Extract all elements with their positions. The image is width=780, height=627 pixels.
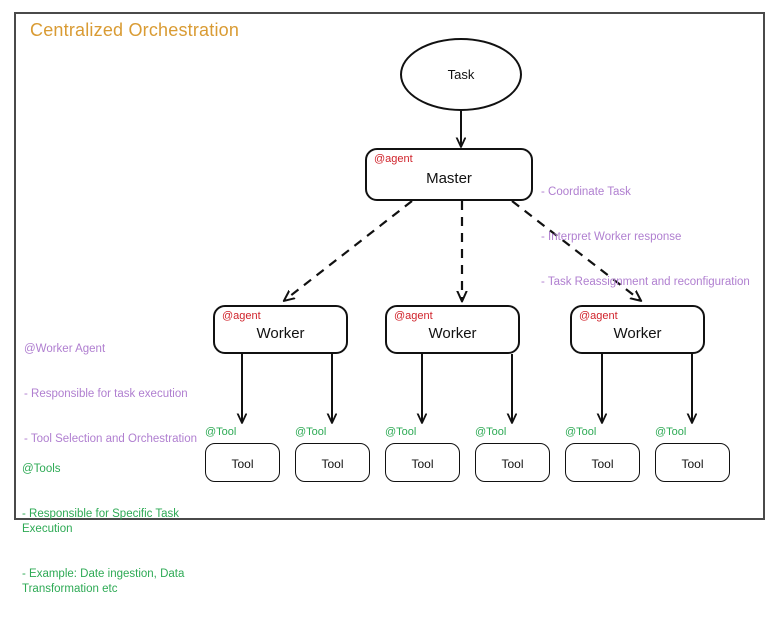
node-worker-2-tag: @agent [394, 310, 433, 322]
node-tool-6[interactable]: Tool [655, 443, 730, 482]
master-notes: - Coordinate Task - Interpret Worker res… [541, 155, 776, 320]
node-tool-1[interactable]: Tool [205, 443, 280, 482]
node-task[interactable]: Task [400, 38, 522, 111]
worker-note-line-1: - Responsible for task execution [24, 388, 188, 400]
tool-4-tag: @Tool [475, 426, 507, 438]
node-task-label: Task [447, 67, 475, 82]
diagram-canvas: Centralized Orchestration [14, 12, 776, 595]
tools-notes: @Tools - Responsible for Specific Task E… [22, 432, 197, 627]
node-tool-2[interactable]: Tool [295, 443, 370, 482]
node-master-tag: @agent [374, 153, 413, 165]
tools-notes-heading: @Tools [22, 463, 61, 475]
node-tool-5-label: Tool [591, 457, 614, 471]
node-worker-3-tag: @agent [579, 310, 618, 322]
node-worker-1-tag: @agent [222, 310, 261, 322]
tools-note-line-2: - Example: Date ingestion, Data Transfor… [22, 568, 188, 595]
node-worker-3-label: Worker [613, 325, 662, 342]
node-tool-3[interactable]: Tool [385, 443, 460, 482]
master-note-line-2: - Interpret Worker response [541, 231, 682, 243]
tool-5-tag: @Tool [565, 426, 597, 438]
node-worker-1[interactable]: @agent Worker [213, 305, 348, 354]
node-tool-4-label: Tool [501, 457, 524, 471]
tools-note-line-1: - Responsible for Specific Task Executio… [22, 508, 183, 535]
node-tool-3-label: Tool [411, 457, 434, 471]
tool-3-tag: @Tool [385, 426, 417, 438]
node-tool-4[interactable]: Tool [475, 443, 550, 482]
node-tool-6-label: Tool [681, 457, 704, 471]
node-worker-3[interactable]: @agent Worker [570, 305, 705, 354]
worker-notes-heading: @Worker Agent [24, 343, 106, 355]
node-worker-2[interactable]: @agent Worker [385, 305, 520, 354]
master-note-line-1: - Coordinate Task [541, 186, 631, 198]
tool-6-tag: @Tool [655, 426, 687, 438]
worker-notes: @Worker Agent - Responsible for task exe… [24, 312, 219, 477]
tool-2-tag: @Tool [295, 426, 327, 438]
node-tool-1-label: Tool [231, 457, 254, 471]
node-tool-5[interactable]: Tool [565, 443, 640, 482]
node-worker-2-label: Worker [428, 325, 477, 342]
node-tool-2-label: Tool [321, 457, 344, 471]
master-note-line-3: - Task Reassignment and reconfiguration [541, 276, 750, 288]
worker-note-line-2: - Tool Selection and Orchestration [24, 433, 198, 445]
page-title: Centralized Orchestration [30, 20, 240, 40]
node-master[interactable]: @agent Master [365, 148, 533, 201]
node-worker-1-label: Worker [256, 325, 305, 342]
tool-1-tag: @Tool [205, 426, 237, 438]
node-master-label: Master [426, 170, 472, 187]
